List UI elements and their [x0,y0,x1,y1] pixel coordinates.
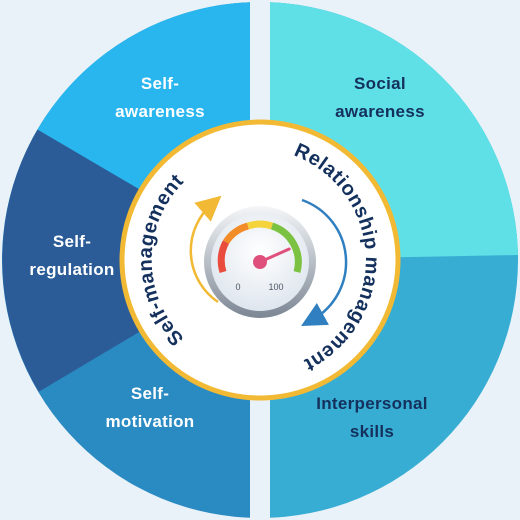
self-regulation-label: Self- regulation [29,232,115,279]
self-motivation-label: Self- motivation [105,384,195,431]
gauge-max-label: 100 [268,282,283,292]
gauge-min-label: 0 [235,282,240,292]
gauge-hub [253,255,267,269]
self-management-arrow-icon [189,195,222,304]
interpersonal-skills-label: Interpersonal skills [316,394,428,441]
social-awareness-label: Social awareness [335,74,425,121]
relationship-management-arrow-icon [301,198,348,327]
speedometer-gauge-icon: 0 100 [204,206,316,318]
self-awareness-label: Self- awareness [115,74,205,121]
